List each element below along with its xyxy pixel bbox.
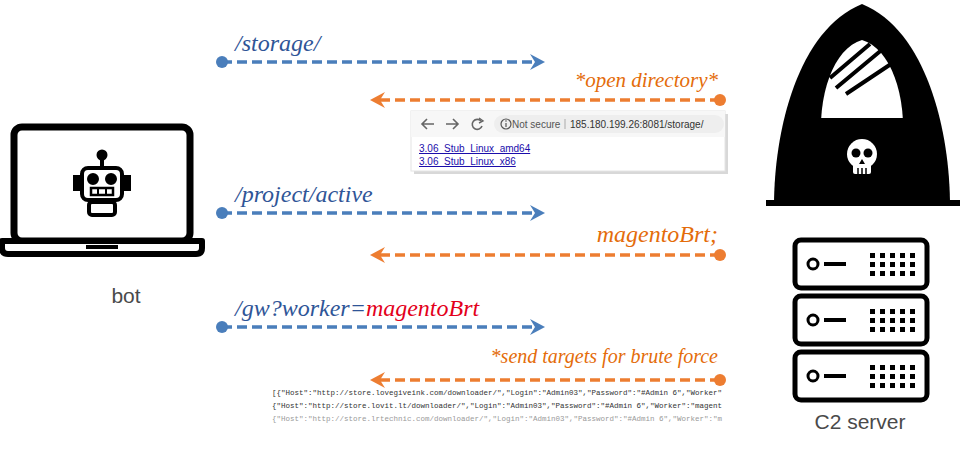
target-json-line: {"Host":"http://store.lovit.lt/downloade…	[272, 402, 722, 410]
arrow-label: *send targets for brute force	[491, 345, 718, 367]
node-label: bot	[111, 283, 140, 308]
arrow-label: magentoBrt;	[597, 221, 718, 247]
arrow-label: /project/active	[235, 181, 373, 207]
file-link: 3.06_Stub_Linux_amd64	[419, 143, 530, 154]
c2-server-node: C2 server	[750, 0, 970, 434]
laptop-icon	[2, 127, 202, 254]
security-note: Not secure	[512, 119, 560, 130]
server-icon	[795, 240, 927, 400]
node-label: C2 server	[814, 409, 905, 434]
hacker-icon	[766, 4, 960, 206]
worker-name: magentoBrt	[366, 295, 479, 321]
target-json-line: {"Host":"http://store.lrtechnic.com/down…	[272, 415, 722, 423]
url-text: 185.180.199.26:8081/storage/	[570, 119, 703, 130]
target-json-line: [{"Host":"http://store.lovegiveink.com/d…	[272, 389, 722, 397]
message-arrow	[370, 92, 726, 108]
server-vents	[870, 253, 915, 388]
message-arrow	[370, 247, 726, 263]
message-arrow	[216, 205, 545, 221]
file-link: 3.06_Stub_Linux_x86	[419, 156, 516, 167]
bot-node: bot	[0, 120, 222, 308]
arrow-label: /gw?worker=	[235, 295, 366, 321]
robot-icon	[75, 152, 129, 216]
message-arrow	[216, 319, 545, 335]
message-arrow	[216, 54, 545, 70]
arrow-label: *open directory*	[575, 69, 718, 92]
arrow-label: /storage/	[235, 30, 320, 56]
browser-screenshot	[411, 111, 728, 174]
message-arrow	[370, 372, 726, 388]
